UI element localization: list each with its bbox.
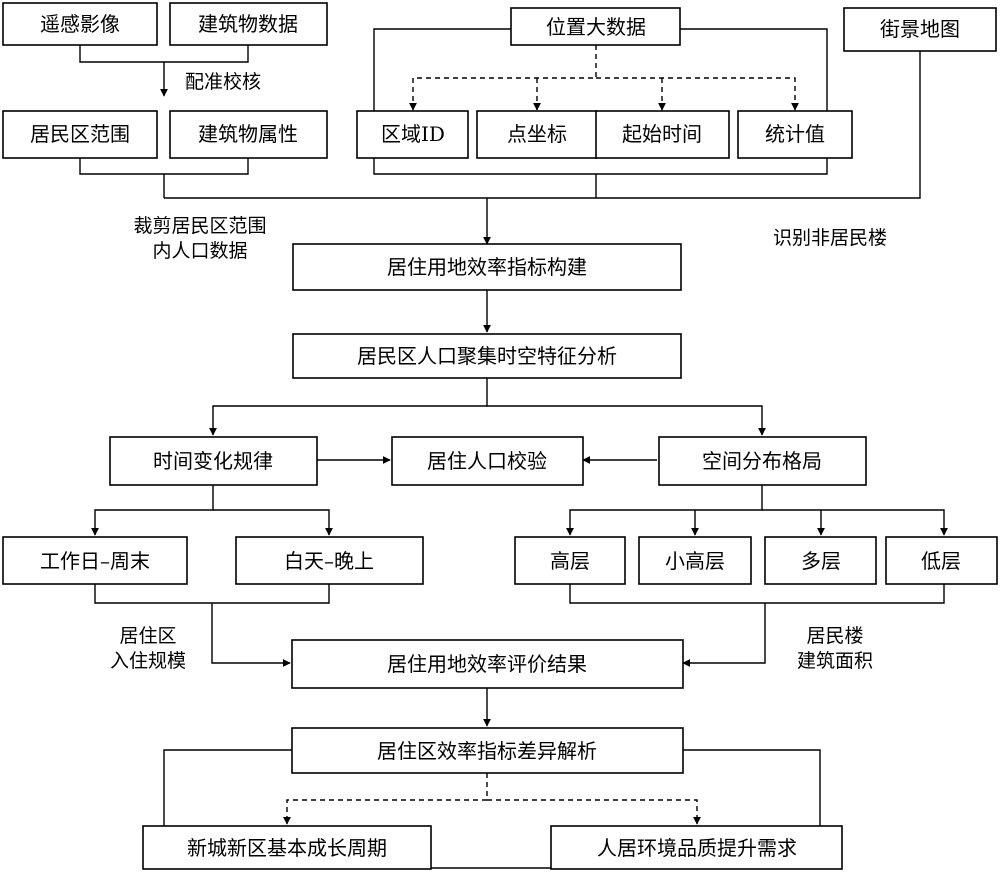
node-environment-demand: 人居环境品质提升需求 <box>550 825 843 870</box>
svg-text:居民区范围: 居民区范围 <box>30 122 130 146</box>
node-start-time: 起始时间 <box>595 110 730 159</box>
node-high-rise: 高层 <box>514 536 626 585</box>
svg-text:低层: 低层 <box>921 549 961 573</box>
svg-text:空间分布格局: 空间分布格局 <box>702 449 822 473</box>
registration-arrow <box>79 45 249 63</box>
node-building-attributes: 建筑物属性 <box>169 110 328 159</box>
svg-text:居住区效率指标差异解析: 居住区效率指标差异解析 <box>377 739 597 763</box>
node-growth-cycle: 新城新区基本成长周期 <box>142 825 432 870</box>
node-multi-storey: 多层 <box>764 536 877 585</box>
node-small-high-rise: 小高层 <box>638 536 752 585</box>
node-efficiency-result: 居住用地效率评价结果 <box>291 639 684 689</box>
svg-text:居民区人口聚集时空特征分析: 居民区人口聚集时空特征分析 <box>357 344 617 368</box>
node-low-rise: 低层 <box>885 536 998 585</box>
svg-text:起始时间: 起始时间 <box>622 122 702 146</box>
residential-join-line <box>79 158 249 175</box>
node-street-view-map: 街景地图 <box>843 7 997 52</box>
label-identify-non-residential: 识别非居民楼 <box>773 227 887 249</box>
svg-text:建筑物属性: 建筑物属性 <box>198 122 298 146</box>
connectors <box>79 28 948 869</box>
node-indicator-build: 居住用地效率指标构建 <box>292 243 682 291</box>
svg-text:遥感影像: 遥感影像 <box>40 12 120 36</box>
svg-text:新城新区基本成长周期: 新城新区基本成长周期 <box>187 836 387 860</box>
node-spatiotemporal-analysis: 居民区人口聚集时空特征分析 <box>292 333 682 379</box>
svg-text:区域ID: 区域ID <box>381 122 445 146</box>
street-view-line <box>164 51 921 199</box>
svg-text:建筑物数据: 建筑物数据 <box>198 12 298 36</box>
node-difference-analysis: 居住区效率指标差异解析 <box>291 727 684 774</box>
node-stat-value: 统计值 <box>737 110 853 159</box>
node-location-big-data: 位置大数据 <box>510 7 681 46</box>
svg-text:居住用地效率评价结果: 居住用地效率评价结果 <box>387 652 587 676</box>
svg-text:多层: 多层 <box>801 549 841 573</box>
node-spatial-layout: 空间分布格局 <box>658 436 867 486</box>
label-community-line1: 居住区 <box>119 625 176 647</box>
node-day-night: 白天–晚上 <box>235 536 424 585</box>
svg-text:点坐标: 点坐标 <box>507 122 567 146</box>
label-floor-area-line1: 居民楼 <box>806 625 863 647</box>
location-dashed-branches <box>412 45 597 108</box>
node-remote-sensing: 遥感影像 <box>2 2 158 46</box>
node-workday-weekend: 工作日–周末 <box>2 536 188 585</box>
node-residential-extent: 居民区范围 <box>2 110 158 159</box>
label-community-line2: 入住规模 <box>110 650 186 672</box>
svg-text:街景地图: 街景地图 <box>880 17 960 41</box>
node-building-data: 建筑物数据 <box>169 2 328 46</box>
svg-text:工作日–周末: 工作日–周末 <box>40 549 150 573</box>
node-region-id: 区域ID <box>356 110 469 159</box>
svg-text:高层: 高层 <box>550 549 590 573</box>
svg-text:统计值: 统计值 <box>765 122 825 146</box>
svg-text:居住人口校验: 居住人口校验 <box>427 449 547 473</box>
node-point-coords: 点坐标 <box>476 110 598 159</box>
node-temporal-pattern: 时间变化规律 <box>109 436 318 486</box>
svg-text:小高层: 小高层 <box>665 549 725 573</box>
label-clip-line1: 裁剪居民区范围 <box>133 215 266 237</box>
label-registration: 配准校核 <box>185 71 261 93</box>
svg-text:居住用地效率指标构建: 居住用地效率指标构建 <box>387 255 587 279</box>
svg-text:人居环境品质提升需求: 人居环境品质提升需求 <box>597 836 797 860</box>
svg-text:时间变化规律: 时间变化规律 <box>153 449 273 473</box>
label-floor-area-line2: 建筑面积 <box>797 650 873 672</box>
location-data-frame <box>373 28 511 111</box>
svg-text:白天–晚上: 白天–晚上 <box>284 549 374 573</box>
svg-text:位置大数据: 位置大数据 <box>546 15 646 39</box>
node-population-check: 居住人口校验 <box>391 436 584 486</box>
label-clip-line2: 内人口数据 <box>152 240 247 262</box>
